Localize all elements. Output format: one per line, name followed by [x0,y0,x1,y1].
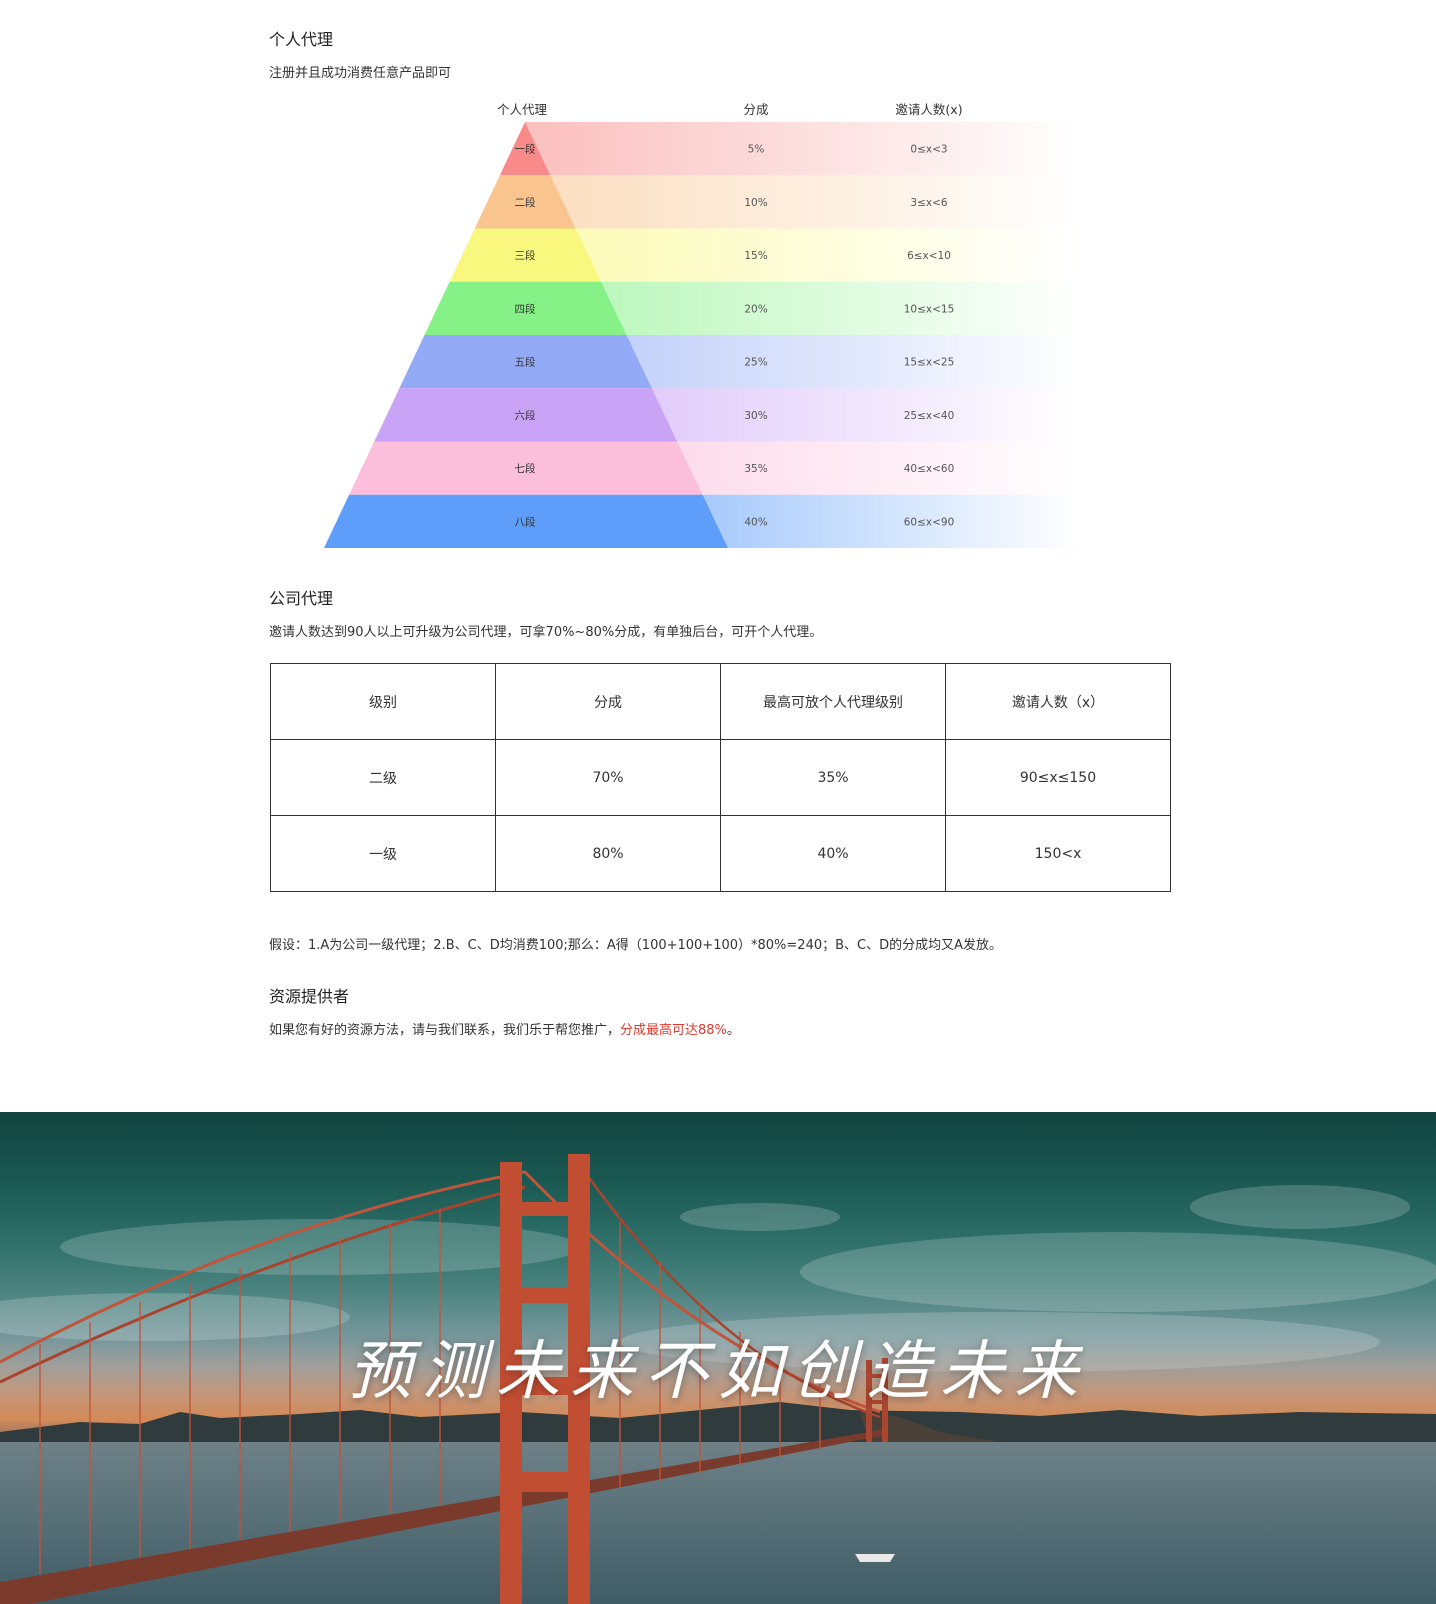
tier-band [575,228,1080,282]
tier-label: 七段 [515,462,536,475]
personal-agent-title: 个人代理 [269,30,334,49]
table-header-row: 级别 分成 最高可放个人代理级别 邀请人数（x） [270,663,1171,740]
tier-range: 10≤x<15 [904,303,955,315]
table-cell: 90≤x≤150 [945,739,1171,816]
tier-slice [324,494,728,548]
tier-slice [449,228,602,282]
provider-title: 资源提供者 [269,987,350,1006]
tier-range: 60≤x<90 [904,516,955,528]
personal-agent-desc: 注册并且成功消费任意产品即可 [269,66,452,81]
tier-label: 六段 [515,409,536,422]
tier-share: 40% [744,516,767,528]
tier-band [626,335,1080,389]
company-agent-title: 公司代理 [269,589,334,608]
tier-range: 25≤x<40 [904,410,955,422]
tier-range: 0≤x<3 [910,144,947,156]
pyramid-header-share: 分成 [743,102,769,117]
tier-label: 五段 [515,356,536,369]
table-header-invites: 邀请人数（x） [945,663,1171,740]
table-cell: 一级 [270,815,496,892]
tier-share: 35% [744,463,767,475]
table-cell: 35% [720,739,946,816]
tier-band [601,281,1080,335]
provider-desc: 如果您有好的资源方法，请与我们联系，我们乐于帮您推广，分成最高可达88%。 [269,1019,740,1038]
table-header-level: 级别 [270,663,496,740]
pyramid-header-level: 个人代理 [496,102,548,117]
agent-tier-pyramid: 一段 5% 0≤x<3 二段 10% 3≤x<6 三段 15% 6≤x<10 四段 20% 10≤x<… [324,122,1080,548]
tier-range: 15≤x<25 [904,357,955,369]
tier-label: 一段 [515,143,536,156]
company-agent-table: 级别 分成 最高可放个人代理级别 邀请人数（x） 二级 70% 35% 90≤x… [270,663,1171,892]
tier-band [702,494,1080,548]
tier-range: 6≤x<10 [907,250,951,262]
tier-slice [499,122,551,176]
tier-band [525,122,1080,176]
suspender-cables [39,1210,821,1574]
provider-desc-highlight: 分成最高可达88% [620,1023,727,1038]
tier-share: 15% [744,250,767,262]
bridge-illustration [0,1154,1436,1604]
tier-share: 25% [744,357,767,369]
provider-desc-prefix: 如果您有好的资源方法，请与我们联系，我们乐于帮您推广， [269,1023,621,1038]
tier-slice [374,388,678,442]
tier-range: 40≤x<60 [904,463,955,475]
company-agent-desc: 邀请人数达到90人以上可升级为公司代理，可拿70%~80%分成，有单独后台，可开… [269,625,823,640]
tier-share: 20% [744,303,767,315]
tier-slice [424,281,627,335]
company-example-text: 假设：1.A为公司一级代理；2.B、C、D均消费100;那么：A得（100+10… [269,938,1003,953]
tier-label: 三段 [515,249,536,262]
tier-label: 二段 [515,196,536,209]
boat [855,1554,895,1562]
table-header-max-level: 最高可放个人代理级别 [720,663,946,740]
tier-band [550,175,1080,229]
city-skyline [0,1402,1436,1447]
tier-share: 5% [748,144,765,156]
tier-slice [399,335,652,389]
tier-share: 10% [744,197,767,209]
table-row: 一级 80% 40% 150<x [270,815,1171,892]
table-cell: 80% [495,815,721,892]
hero-banner: 预测未来不如创造未来 [0,1112,1436,1604]
tier-label: 八段 [515,515,536,528]
bridge-deck [0,1430,890,1604]
hero-slogan: 预测未来不如创造未来 [348,1335,1088,1409]
tier-slice [474,175,576,229]
tier-band [651,388,1080,442]
bridge-tower [500,1154,590,1604]
tier-slice [349,441,703,495]
content-area: 个人代理 注册并且成功消费任意产品即可 个人代理 分成 邀请人数(x) 一段 5%… [269,30,1171,1038]
tier-range: 3≤x<6 [910,197,947,209]
table-header-share: 分成 [495,663,721,740]
provider-desc-suffix: 。 [726,1023,740,1038]
table-cell: 二级 [270,739,496,816]
table-cell: 70% [495,739,721,816]
table-cell: 40% [720,815,946,892]
far-tower [866,1358,888,1442]
table-row: 二级 70% 35% 90≤x≤150 [270,739,1171,816]
tier-label: 四段 [515,302,536,315]
table-cell: 150<x [945,815,1171,892]
pyramid-header-invites: 邀请人数(x) [895,102,963,117]
tier-share: 30% [744,410,767,422]
tier-band [677,441,1080,495]
